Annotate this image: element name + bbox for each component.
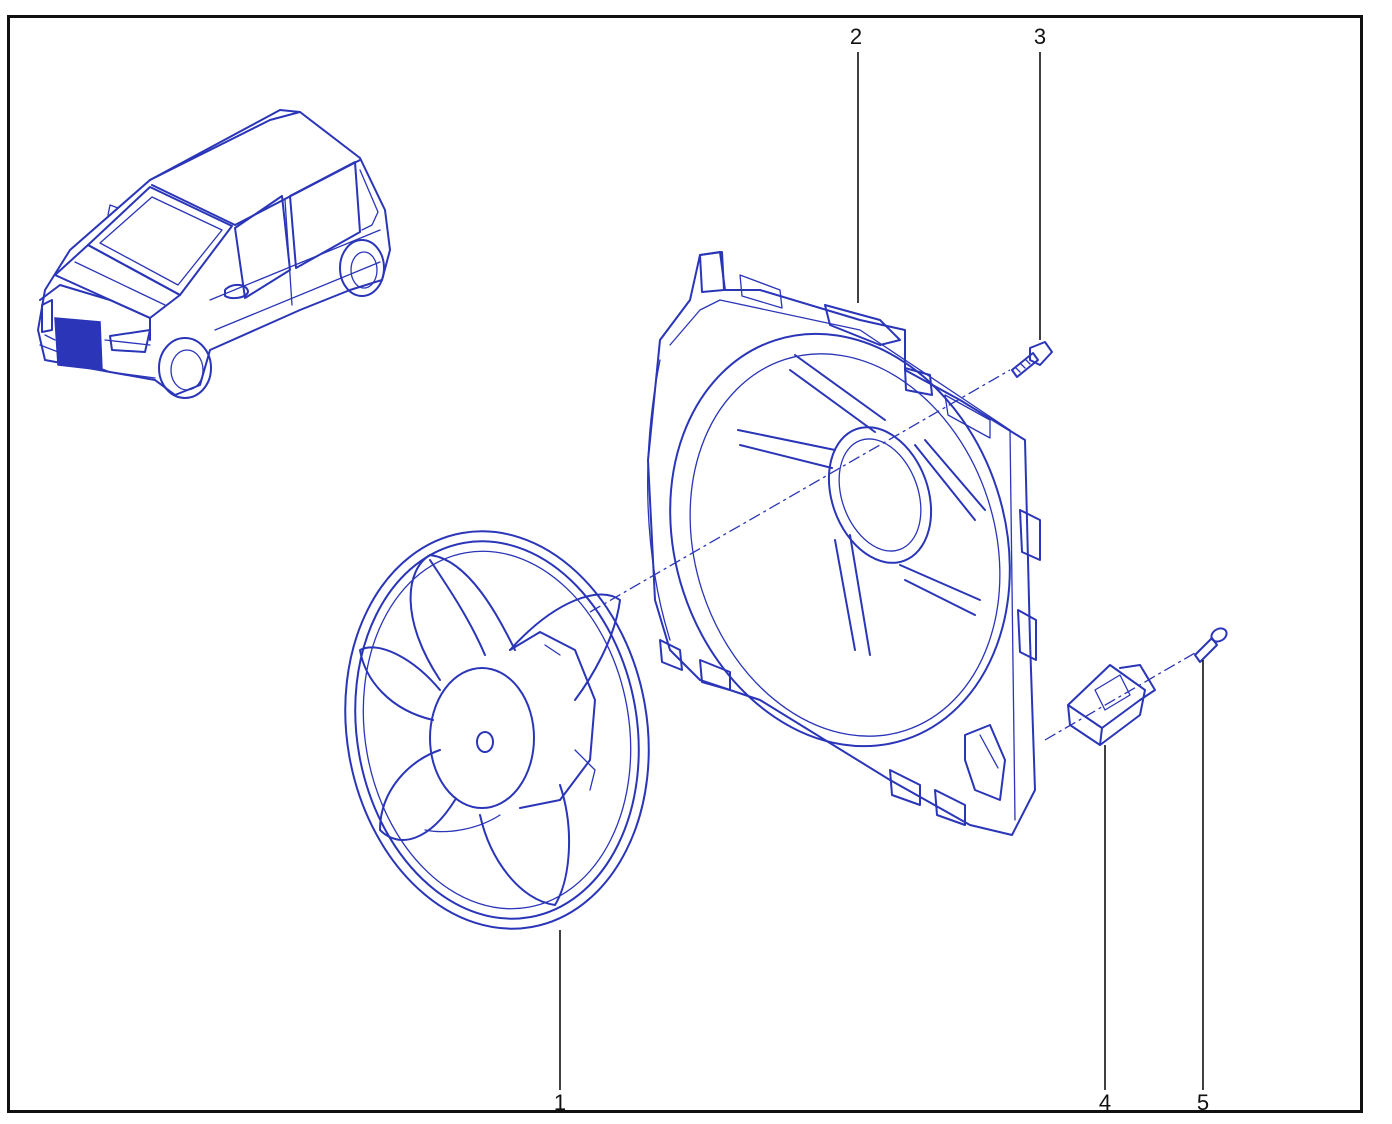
callout-5: 5 bbox=[1197, 1090, 1209, 1115]
shroud-bolt bbox=[1011, 341, 1053, 378]
fan-impeller bbox=[344, 530, 650, 930]
callout-4: 4 bbox=[1099, 1090, 1111, 1115]
resistor-screw bbox=[1194, 627, 1228, 663]
callout-1: 1 bbox=[554, 1090, 566, 1115]
vehicle-locator-icon bbox=[37, 109, 391, 399]
callout-2: 2 bbox=[850, 24, 862, 49]
diagram-frame bbox=[7, 15, 1363, 1113]
callout-3: 3 bbox=[1034, 24, 1046, 49]
fan-shroud bbox=[647, 251, 1041, 836]
resistor-axis bbox=[1044, 649, 1201, 741]
resistor-module bbox=[1067, 664, 1156, 746]
assembly-axis bbox=[589, 369, 1011, 613]
